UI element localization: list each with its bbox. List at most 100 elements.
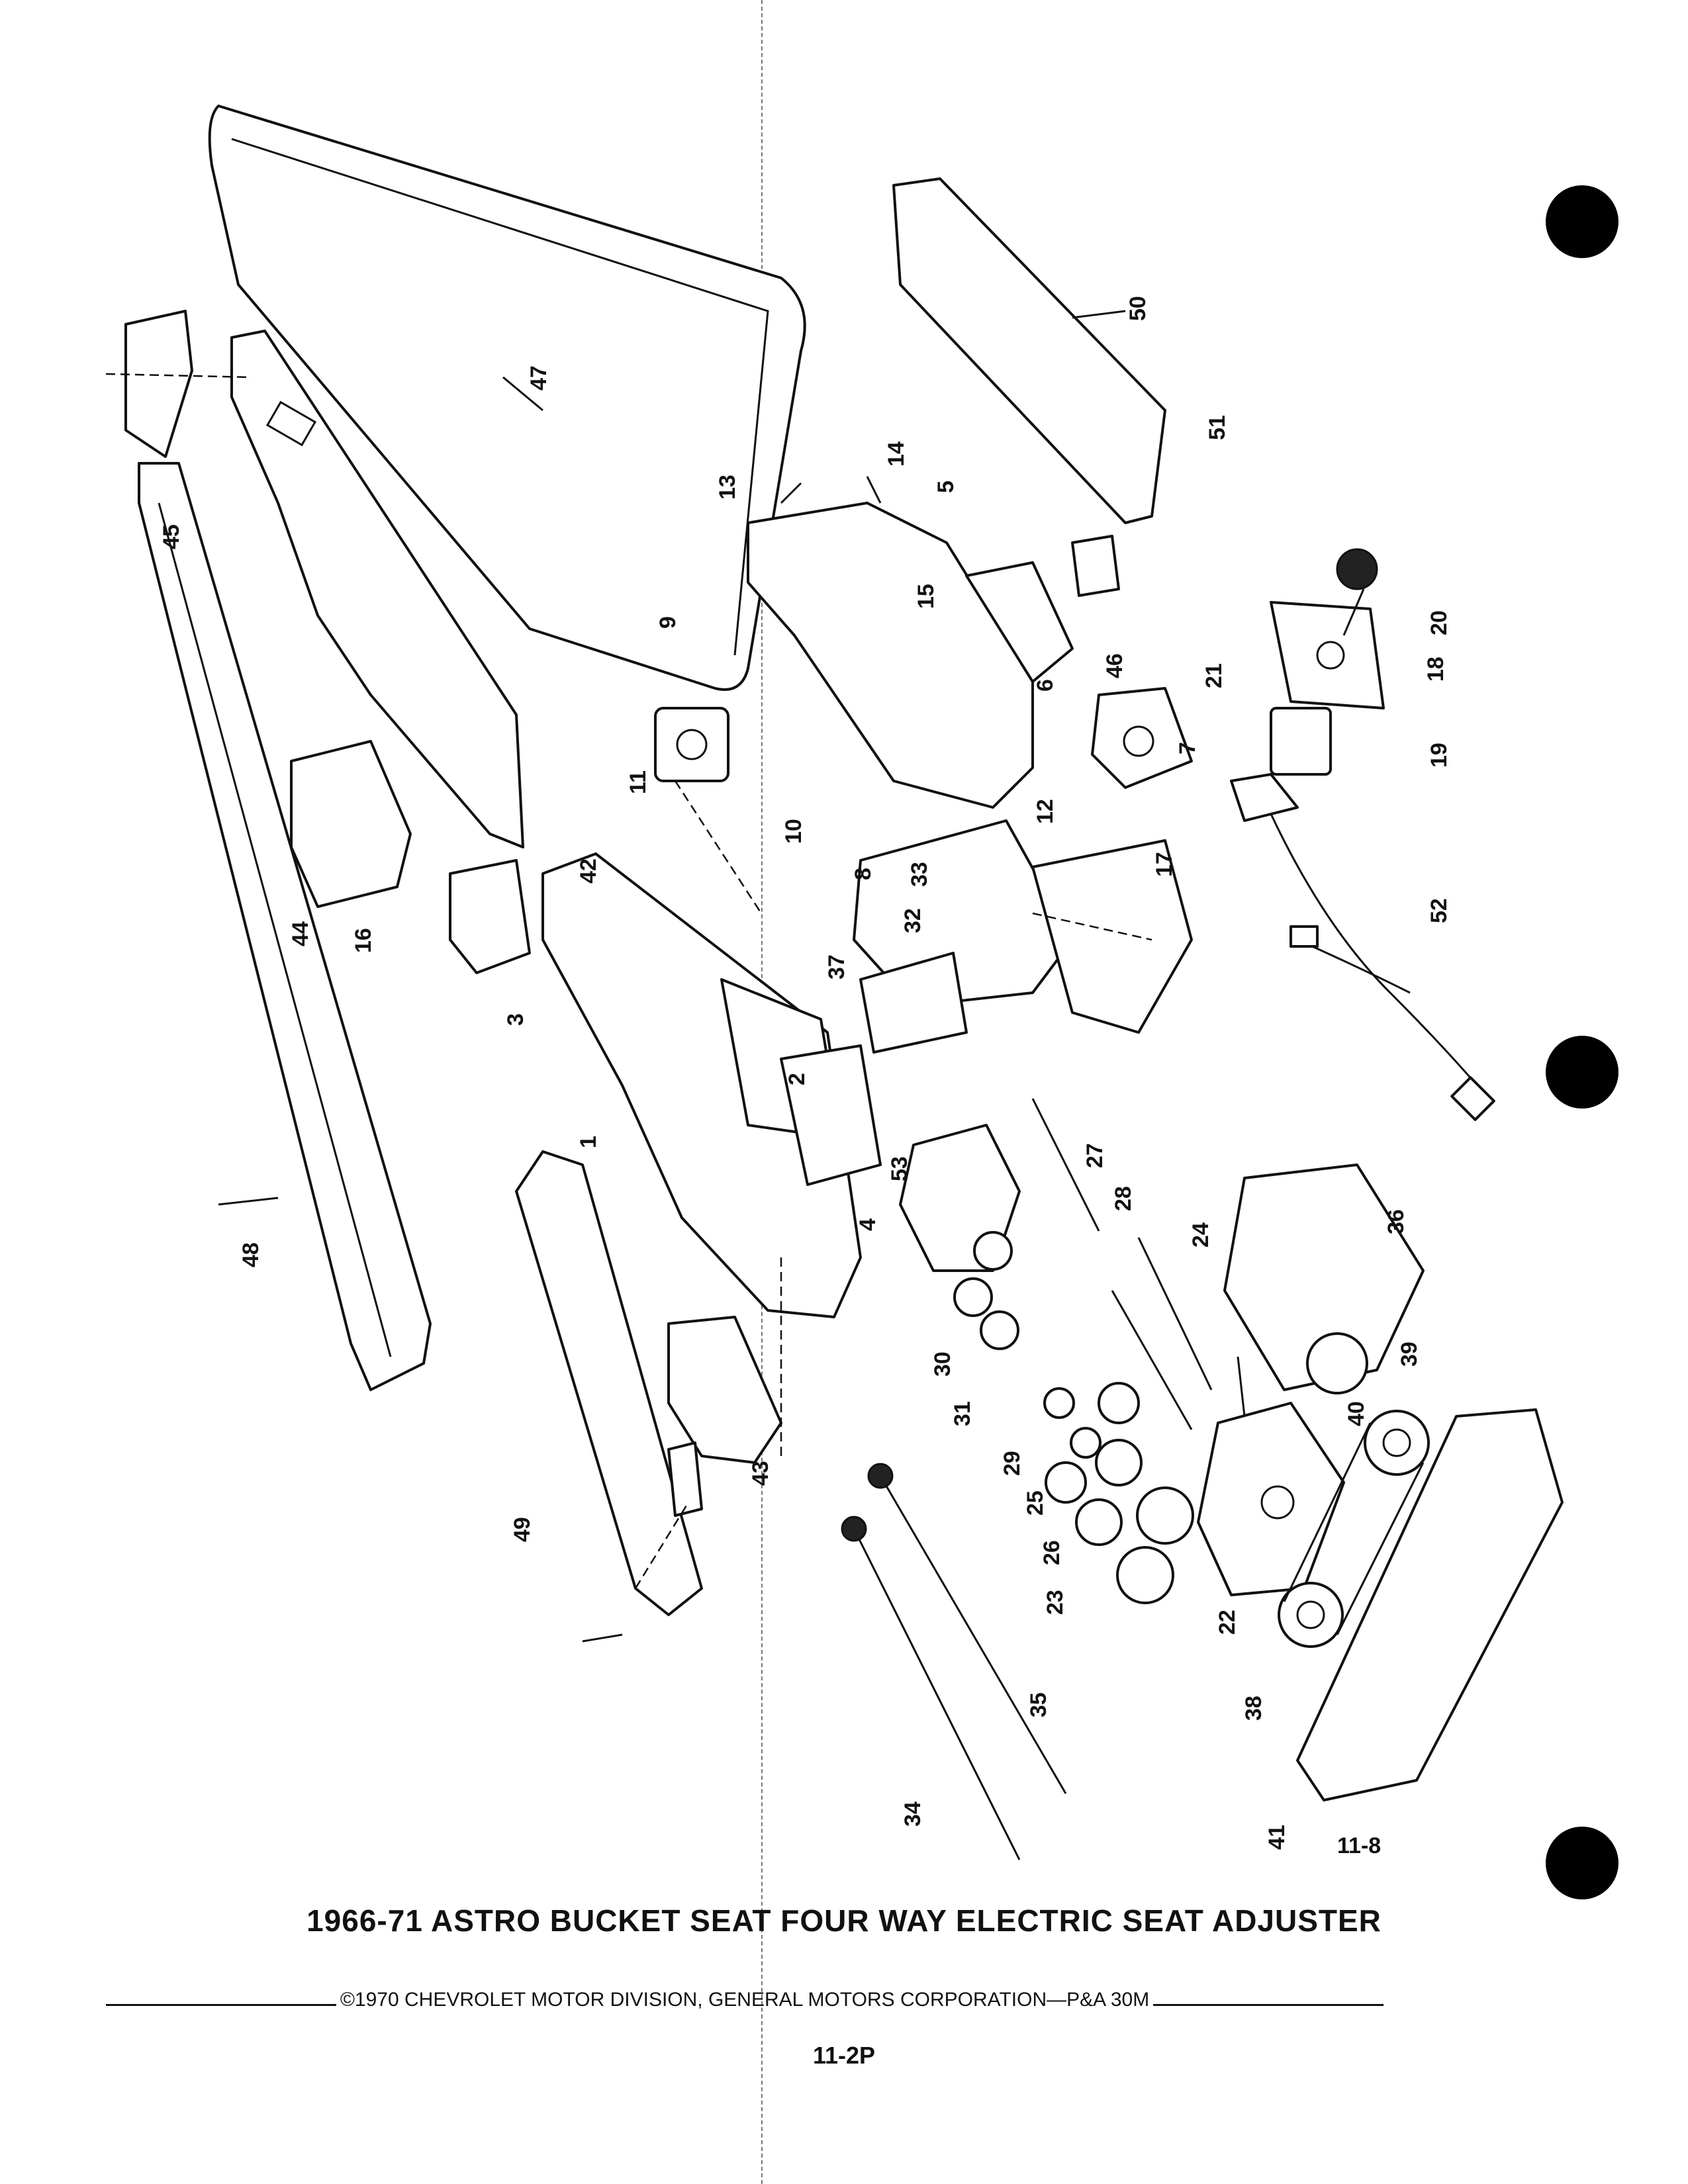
part-22-transmission: [1197, 1402, 1345, 1596]
callout-21: 21: [1201, 663, 1227, 688]
part-inner-panel: [230, 330, 524, 848]
part-48-side-bar: [138, 462, 432, 1391]
part-2-slide-plate: [780, 1044, 882, 1186]
callout-36: 36: [1383, 1209, 1409, 1234]
part-23-gears: [1116, 1486, 1194, 1604]
part-20-knob: [1336, 548, 1378, 590]
part-44-bracket: [290, 740, 412, 908]
callout-30: 30: [930, 1351, 955, 1377]
callout-23: 23: [1043, 1590, 1068, 1615]
callout-33: 33: [907, 862, 932, 887]
callout-40: 40: [1344, 1401, 1369, 1426]
part-34-cable: [841, 1516, 1021, 1860]
callout-6: 6: [1033, 679, 1058, 692]
assembly-line-1: [105, 373, 252, 379]
part-37-bracket: [859, 952, 968, 1054]
binder-hole-bottom: [1546, 1827, 1618, 1899]
part-32-track: [853, 819, 1193, 1034]
callout-7: 7: [1175, 742, 1200, 754]
callout-24: 24: [1188, 1222, 1213, 1248]
part-7-gearbox: [1091, 687, 1193, 789]
callout-42: 42: [576, 858, 601, 884]
part-19-switch: [1270, 707, 1332, 776]
callout-31: 31: [950, 1401, 975, 1426]
part-11-gearbox: [654, 707, 729, 782]
part-41-cover: [1296, 1408, 1564, 1801]
callout-5: 5: [933, 480, 959, 493]
callout-28: 28: [1111, 1186, 1136, 1211]
callout-labels: 1 2 3 4 5 6 7 8 9 10 11 12 13 14 15 16 1…: [159, 296, 1452, 1850]
callout-39: 39: [1397, 1342, 1422, 1367]
part-29-pinions: [1043, 1387, 1102, 1459]
callout-52: 52: [1427, 898, 1452, 923]
callout-13: 13: [715, 475, 740, 500]
callout-26: 26: [1039, 1540, 1064, 1565]
part-30-drive-gears: [953, 1231, 1019, 1350]
callout-27: 27: [1082, 1143, 1107, 1168]
footer-text: ©1970 CHEVROLET MOTOR DIVISION, GENERAL …: [340, 1989, 1150, 2011]
callout-29: 29: [1000, 1451, 1025, 1476]
callout-46: 46: [1102, 653, 1127, 678]
part-52-harness: [1230, 773, 1495, 1121]
callout-34: 34: [900, 1801, 925, 1827]
figure-id: 11-8: [1337, 1833, 1382, 1858]
page-title: 1966-71 ASTRO BUCKET SEAT FOUR WAY ELECT…: [306, 1903, 1382, 1938]
callout-47: 47: [526, 365, 551, 390]
callout-43: 43: [748, 1461, 773, 1486]
callout-17: 17: [1152, 852, 1177, 877]
callout-20: 20: [1427, 610, 1452, 635]
part-49-lower-side-bar: [515, 1150, 703, 1616]
callout-4: 4: [855, 1218, 880, 1231]
part-45-bracket-upper: [124, 310, 193, 458]
assembly-line-3: [1032, 912, 1152, 941]
footer-rule-right: [1153, 2003, 1384, 2006]
callout-38: 38: [1241, 1696, 1266, 1721]
leader-lines: [218, 310, 1365, 1643]
callout-41: 41: [1264, 1825, 1289, 1850]
callout-8: 8: [851, 868, 876, 880]
part-18-switch-bezel: [1270, 601, 1385, 709]
part-38-pulley: [1278, 1582, 1344, 1648]
footer-rule-left: [106, 2003, 336, 2006]
callout-18: 18: [1423, 657, 1448, 682]
callout-50: 50: [1125, 296, 1150, 321]
callout-25: 25: [1023, 1490, 1048, 1516]
callout-37: 37: [824, 954, 849, 979]
part-25-gears: [1045, 1382, 1140, 1504]
binder-hole-middle: [1546, 1036, 1618, 1109]
callout-3: 3: [503, 1013, 528, 1026]
copyright-footer: ©1970 CHEVROLET MOTOR DIVISION, GENERAL …: [106, 1989, 1384, 2011]
callout-53: 53: [887, 1156, 912, 1181]
callout-12: 12: [1033, 799, 1058, 824]
callout-2: 2: [784, 1073, 810, 1085]
part-50-cover: [892, 177, 1166, 524]
callout-1: 1: [576, 1136, 601, 1148]
callout-51: 51: [1205, 415, 1230, 440]
callout-19: 19: [1427, 743, 1452, 768]
callout-15: 15: [914, 584, 939, 609]
part-46-clip-lower: [667, 1441, 703, 1517]
part-35-cable: [867, 1463, 1067, 1794]
part-47-outer-cover: [208, 105, 806, 691]
part-26-gears: [1075, 1439, 1143, 1546]
callout-14: 14: [884, 441, 909, 467]
callout-32: 32: [900, 908, 925, 933]
part-5-upper-channel: [747, 502, 1074, 809]
page-number: 11-2P: [812, 2042, 876, 2069]
callout-9: 9: [655, 616, 680, 629]
callout-10: 10: [781, 819, 806, 844]
callout-22: 22: [1215, 1610, 1240, 1635]
binder-hole-top: [1546, 185, 1618, 258]
assembly-line-2: [674, 780, 763, 914]
part-36-motor: [1223, 1163, 1425, 1394]
callout-35: 35: [1026, 1692, 1051, 1717]
part-40-belt: [1283, 1422, 1425, 1635]
part-43-bracket: [667, 1316, 782, 1464]
part-24-shafts: [1111, 1237, 1213, 1430]
callout-49: 49: [510, 1517, 535, 1542]
callout-11: 11: [626, 770, 651, 794]
callout-16: 16: [351, 928, 376, 953]
part-39-pulley: [1364, 1410, 1430, 1476]
assembly-line-5: [634, 1502, 690, 1589]
